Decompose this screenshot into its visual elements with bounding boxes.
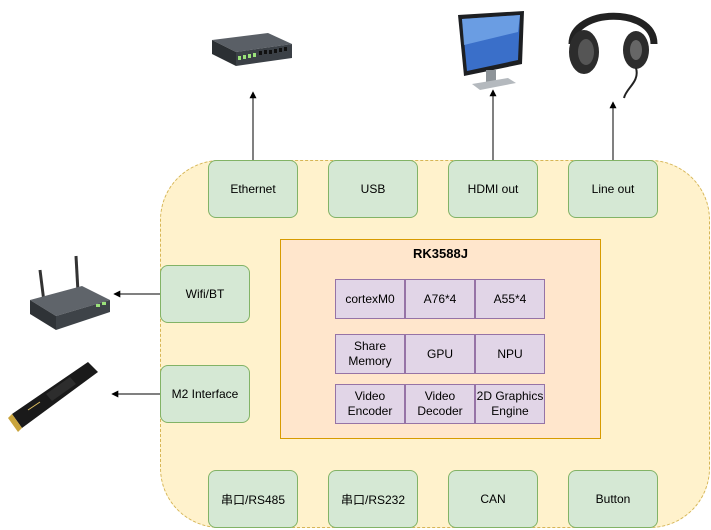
port-button: Button [568, 470, 658, 528]
headphones-icon [568, 12, 658, 99]
network-switch-icon [212, 33, 292, 66]
block-cortexm0: cortexM0 [335, 279, 405, 319]
port-rs232-label: 串口/RS232 [340, 492, 406, 507]
router-icon [30, 255, 110, 330]
block-a55: A55*4 [475, 279, 545, 319]
port-can: CAN [448, 470, 538, 528]
block-gpu: GPU [405, 334, 475, 374]
port-rs485: 串口/RS485 [208, 470, 298, 528]
port-rs485-label: 串口/RS485 [220, 492, 286, 507]
port-ethernet: Ethernet [208, 160, 298, 218]
port-hdmi-out-label: HDMI out [467, 182, 519, 196]
soc-title: RK3588J [413, 246, 468, 261]
port-hdmi-out: HDMI out [448, 160, 538, 218]
ssd-icon [8, 362, 98, 432]
monitor-icon [458, 11, 524, 90]
port-m2-interface: M2 Interface [160, 365, 250, 423]
port-wifi-bt-label: Wifi/BT [185, 287, 225, 301]
block-video-decoder: Video Decoder [405, 384, 475, 424]
port-can-label: CAN [480, 492, 506, 506]
port-line-out: Line out [568, 160, 658, 218]
port-usb: USB [328, 160, 418, 218]
port-wifi-bt: Wifi/BT [160, 265, 250, 323]
port-rs232: 串口/RS232 [328, 470, 418, 528]
port-line-out-label: Line out [591, 182, 635, 196]
block-2d-graphics-engine: 2D Graphics Engine [475, 384, 545, 424]
port-m2-interface-label: M2 Interface [171, 387, 239, 401]
block-a76: A76*4 [405, 279, 475, 319]
port-button-label: Button [595, 492, 631, 506]
block-npu: NPU [475, 334, 545, 374]
port-usb-label: USB [360, 182, 386, 196]
block-share-memory: Share Memory [335, 334, 405, 374]
block-video-encoder: Video Encoder [335, 384, 405, 424]
port-ethernet-label: Ethernet [230, 182, 276, 196]
